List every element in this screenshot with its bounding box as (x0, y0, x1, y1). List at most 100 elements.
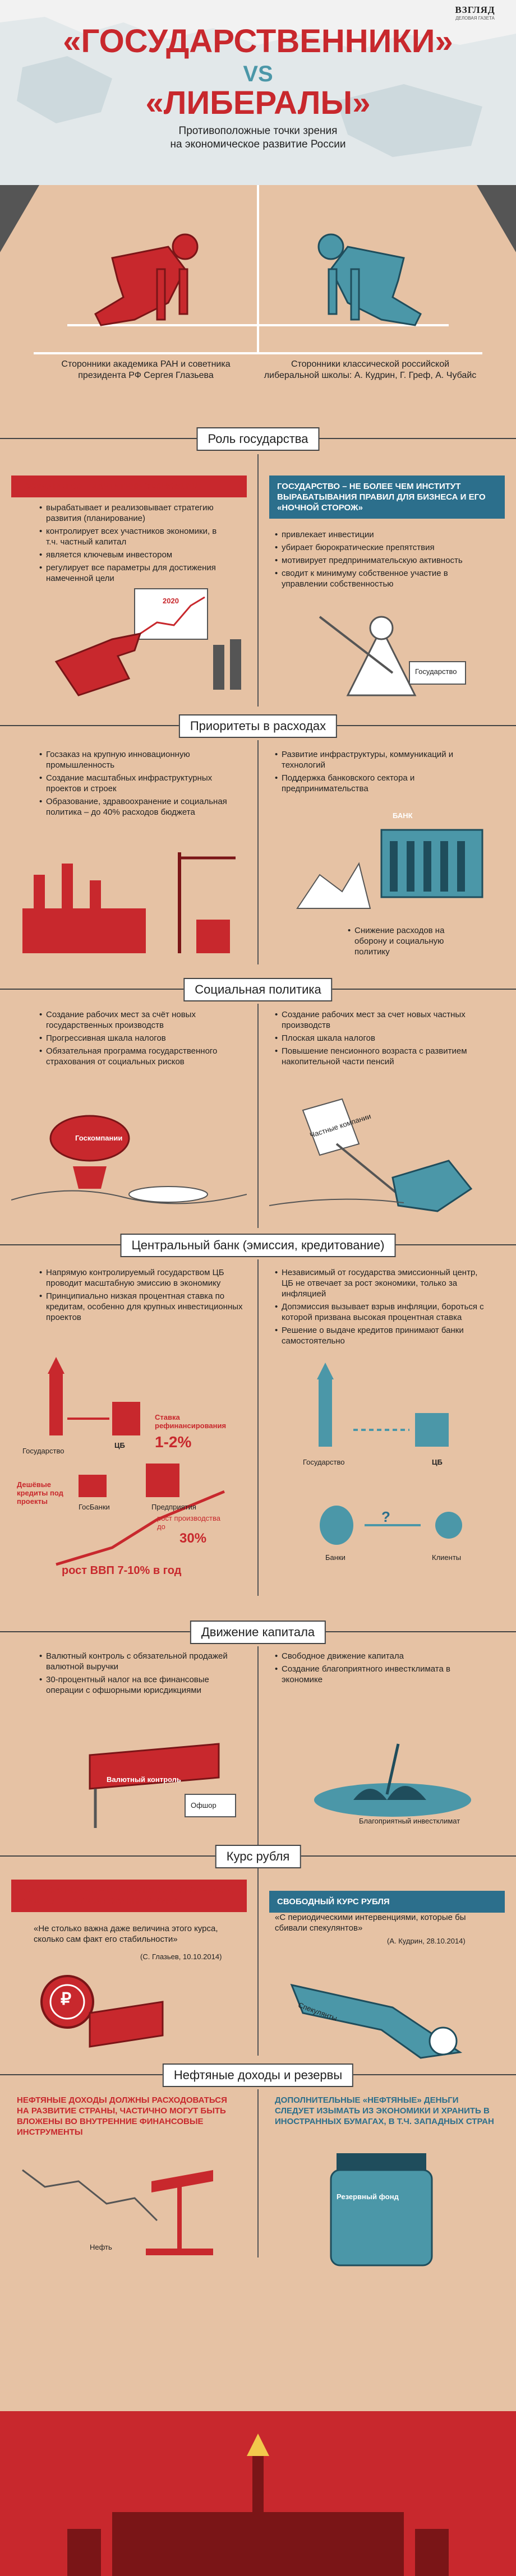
list-item: сводит к минимуму собственное участие в … (275, 568, 466, 589)
column-divider (257, 1004, 259, 1228)
ruble-right-heading: СВОБОДНЫЙ КУРС РУБЛЯ (269, 1891, 505, 1913)
red-hand-chart-icon (54, 588, 241, 696)
fund-label: Резервный фонд (337, 2192, 399, 2201)
fixed-ruble-coin-icon (40, 1975, 164, 2048)
column-divider (257, 1259, 259, 1596)
ruble-left-heading: УСТАНОВЛЕНИЕ ГРАНИЦ ВАЛЮТНОГО КОРИДОРА, … (11, 1880, 247, 1912)
independent-cb-flow-icon (317, 1363, 462, 1545)
priorities-left-list: Госзаказ на крупную инновационную промыш… (39, 749, 241, 820)
role-left-heading: ГОСУДАРСТВО – ДВИГАТЕЛЬ ЭКОНОМИКИ (11, 476, 247, 497)
section-capital-header: Движение капитала (0, 1621, 516, 1644)
capital-right-list: Свободное движение капитала Создание бла… (275, 1651, 477, 1687)
role-left-list: вырабатывает и реализовывает стратегию р… (39, 502, 224, 586)
rate-title-label: Ставка рефинансирования (155, 1413, 227, 1430)
list-item: вырабатывает и реализовывает стратегию р… (39, 502, 224, 524)
list-item: Развитие инфраструктуры, коммуникаций и … (275, 749, 477, 770)
section-title: Роль государства (196, 427, 320, 451)
list-item: привлекает инвестиции (275, 529, 466, 540)
control-label: Валютный контроль (107, 1775, 181, 1784)
island-icon (314, 1743, 471, 1817)
cb-left-list: Напрямую контролируемый государством ЦБ … (39, 1267, 252, 1325)
ruble-coin-symbol: ₽ (61, 1990, 72, 2009)
offshore-label: Офшор (191, 1801, 216, 1809)
r-banks-label: Банки (325, 1553, 345, 1562)
priorities-right-extra: Снижение расходов на оборону и социальну… (348, 925, 460, 959)
list-item: Независимый от государства эмиссионный ц… (275, 1267, 488, 1299)
factory-icon (22, 852, 236, 953)
state-sign-label: Государство (415, 667, 457, 676)
list-item: Напрямую контролируемый государством ЦБ … (39, 1267, 252, 1289)
buoy-label: Госкомпании (75, 1134, 123, 1142)
ruble-left-source: (С. Глазьев, 10.10.2014) (140, 1952, 222, 1961)
list-item: Допэмиссия вызывает взрыв инфляции, боро… (275, 1301, 488, 1323)
section-priorities-header: Приоритеты в расходах (0, 714, 516, 738)
oil-right-text: ДОПОЛНИТЕЛЬНЫЕ «НЕФТЯНЫЕ» ДЕНЬГИ СЛЕДУЕТ… (275, 2095, 494, 2126)
list-item: Поддержка банковского сектора и предприн… (275, 773, 477, 794)
cb-cb-label: ЦБ (114, 1441, 125, 1449)
section-title: Курс рубля (215, 1845, 301, 1868)
running-track-illustration (0, 185, 516, 387)
list-item: Создание рабочих мест за счет новых част… (275, 1009, 477, 1031)
section-oil-header: Нефтяные доходы и резервы (0, 2063, 516, 2087)
r-question-mark: ? (381, 1508, 390, 1525)
social-right-list: Создание рабочих мест за счет новых част… (275, 1009, 477, 1069)
list-item: Прогрессивная шкала налогов (39, 1033, 241, 1044)
subtitle: Противоположные точки зрения на экономич… (0, 124, 516, 151)
lifebuoy-swimmer-icon (11, 1115, 247, 1204)
liberal-runner-icon (317, 233, 422, 326)
list-item: Снижение расходов на оборону и социальну… (348, 925, 460, 957)
column-divider (257, 2089, 259, 2258)
gdp-growth-label: рост ВВП 7-10% в год (62, 1564, 182, 1577)
section-title: Нефтяные доходы и резервы (162, 2063, 354, 2087)
logo-subtitle: ДЕЛОВАЯ ГАЗЕТА (455, 16, 495, 21)
r-cb-label: ЦБ (432, 1458, 443, 1466)
climate-label: Благоприятный инвестклимат (359, 1817, 460, 1825)
column-divider (257, 454, 259, 707)
night-watchman-icon (319, 616, 466, 696)
hand-flag-icon (269, 1098, 473, 1212)
section-title: Движение капитала (190, 1621, 326, 1644)
list-item: Валютный контроль с обязательной продаже… (39, 1651, 241, 1672)
list-item: Образование, здравоохранение и социальна… (39, 796, 241, 818)
subtitle-line1: Противоположные точки зрения (178, 125, 338, 137)
list-item: убирает бюрократические препятствия (275, 542, 466, 553)
list-item: Создание рабочих мест за счёт новых госу… (39, 1009, 241, 1031)
vs-label: VS (243, 62, 273, 86)
kremlin-skyline-icon (67, 2434, 449, 2576)
list-item: Принципиально низкая процентная ставка п… (39, 1291, 252, 1323)
list-item: Обязательная программа государственного … (39, 1046, 241, 1067)
capital-left-list: Валютный контроль с обязательной продаже… (39, 1651, 241, 1698)
cheap-credit-label: Дешёвые кредиты под проекты (17, 1480, 63, 1506)
rate-value: 1-2% (155, 1433, 192, 1451)
column-divider (257, 1646, 259, 1871)
shark-ruble-icon (290, 1983, 463, 2059)
section-title: Центральный банк (эмиссия, кредитование) (120, 1234, 396, 1257)
column-divider (257, 1871, 259, 2056)
kremlin-footer (0, 2411, 516, 2576)
list-item: Свободное движение капитала (275, 1651, 477, 1661)
section-role-header: Роль государства (0, 427, 516, 451)
ruble-right-quote: «С периодическими интервенциями, которые… (275, 1913, 466, 1933)
list-item: Госзаказ на крупную инновационную промыш… (39, 749, 241, 770)
list-item: Создание масштабных инфраструктурных про… (39, 773, 241, 794)
oil-left-text: НЕФТЯНЫЕ ДОХОДЫ ДОЛЖНЫ РАСХОДОВАТЬСЯ НА … (17, 2095, 227, 2137)
title-statists: «ГОСУДАРСТВЕННИКИ» (63, 23, 453, 59)
ruble-right-source: (А. Кудрин, 28.10.2014) (387, 1937, 466, 1945)
logo: ВЗГЛЯД ДЕЛОВАЯ ГАЗЕТА (442, 4, 508, 21)
list-item: контролирует всех участников экономики, … (39, 526, 224, 547)
section-social-header: Социальная политика (0, 978, 516, 1001)
list-item: регулирует все параметры для достижения … (39, 562, 224, 584)
list-item: является ключевым инвестором (39, 550, 224, 560)
title-liberals: «ЛИБЕРАЛЫ» (145, 85, 371, 121)
role-right-heading: ГОСУДАРСТВО – НЕ БОЛЕЕ ЧЕМ ИНСТИТУТ ВЫРА… (269, 476, 505, 519)
r-gov-label: Государство (303, 1458, 345, 1466)
enterprise-label: Предприятия (151, 1503, 196, 1511)
list-item: 30-процентный налог на все финансовые оп… (39, 1674, 241, 1696)
cb-right-list: Независимый от государства эмиссионный ц… (275, 1267, 488, 1349)
state-emission-flow-icon (48, 1357, 225, 1566)
r-clients-label: Клиенты (432, 1553, 462, 1562)
growth-value: 30% (179, 1531, 207, 1546)
role-right-list: привлекает инвестиции убирает бюрократич… (275, 529, 466, 592)
ruble-left-quote: «Не столько важна даже величина этого ку… (34, 1924, 218, 1944)
